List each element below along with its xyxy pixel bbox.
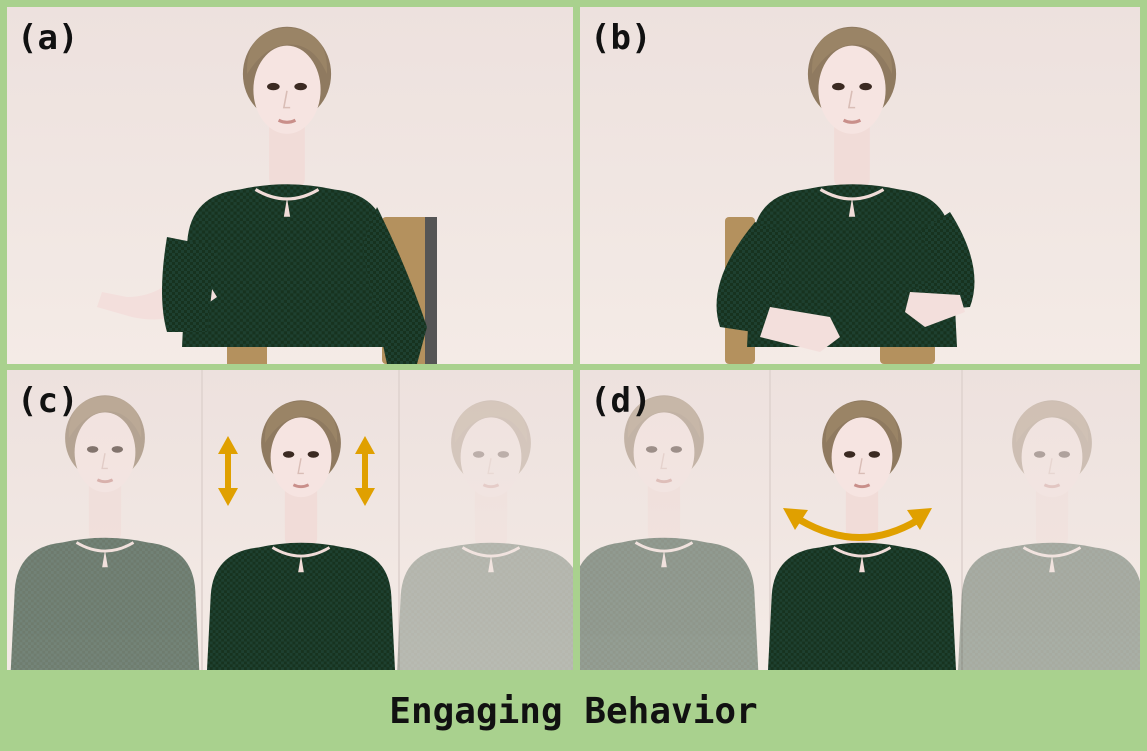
avatar-hands-together <box>580 7 1140 364</box>
panel-label-b: (b) <box>590 18 652 58</box>
panel-a: (a) <box>7 7 573 364</box>
avatar-gesturing-left <box>7 7 573 364</box>
nod-arrow-icon-left <box>218 436 238 506</box>
footer-title: Engaging Behavior <box>389 691 758 732</box>
panel-label-d: (d) <box>590 381 652 421</box>
footer-banner: Engaging Behavior <box>0 672 1147 751</box>
panel-label-c: (c) <box>17 381 79 421</box>
panel-label-a: (a) <box>17 18 79 58</box>
panel-b: (b) <box>580 7 1140 364</box>
head-turn-arrow-icon <box>783 508 932 541</box>
panel-c: (c) <box>7 370 573 670</box>
avatar-head-turn-sequence <box>580 370 1140 670</box>
nod-arrow-icon-right <box>355 436 375 506</box>
avatar-nodding-sequence <box>7 370 573 670</box>
panel-d: (d) <box>580 370 1140 670</box>
